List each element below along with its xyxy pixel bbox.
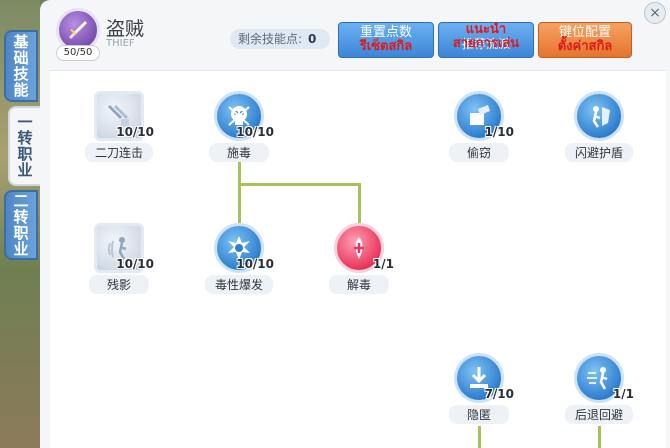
backstep-icon — [574, 353, 624, 403]
skull-icon — [214, 91, 264, 141]
class-emblem — [56, 8, 100, 52]
skill-level: 10/10 — [236, 125, 274, 139]
panel-header: 50/50 盗贼 THIEF 剩余技能点: 0 重置点数 รีเซ็ตสกิล แ… — [40, 0, 670, 64]
close-button[interactable]: × — [644, 2, 666, 24]
button-label: 重置点数 — [359, 25, 412, 40]
tab-second-job[interactable]: 二转职业 — [4, 190, 38, 260]
points-label: 剩余技能点: — [238, 32, 303, 46]
skill-name: 后退回避 — [564, 405, 633, 424]
skill-panel: 50/50 盗贼 THIEF 剩余技能点: 0 重置点数 รีเซ็ตสกิล แ… — [40, 0, 670, 448]
tree-connector — [478, 426, 481, 448]
recommended-build-button[interactable]: แนะนำ 推荐流派 สายการเล่น — [438, 22, 534, 58]
tab-label: 基础技能 — [11, 34, 30, 98]
skill-poison-burst[interactable]: 10/10 毒性爆发 — [184, 223, 294, 294]
skill-level: 1/1 — [372, 257, 394, 271]
skill-name: 二刀连击 — [84, 143, 153, 162]
dodge-shield-icon — [574, 91, 624, 141]
class-name: 盗贼 — [106, 18, 145, 40]
skill-detox[interactable]: 1/1 解毒 — [304, 223, 414, 294]
skill-name: 解毒 — [329, 275, 389, 294]
skill-dodge-shield[interactable]: 闪避护盾 — [544, 91, 654, 162]
poison-burst-icon — [214, 223, 264, 273]
skill-level: 10/10 — [236, 257, 274, 271]
skill-hide[interactable]: 7/10 隐匿 — [424, 353, 534, 424]
button-label: 键位配置 — [558, 25, 611, 40]
skill-level: 1/1 — [612, 387, 634, 401]
steal-hand-icon — [454, 91, 504, 141]
skill-afterimage[interactable]: 10/10 残影 — [64, 223, 174, 294]
skill-name: 偷窃 — [449, 143, 509, 162]
skill-level: 10/10 — [116, 257, 154, 271]
skill-name: 闪避护盾 — [564, 143, 633, 162]
points-value: 0 — [308, 32, 317, 46]
tree-connector — [358, 183, 361, 223]
skill-name: 毒性爆发 — [204, 275, 273, 294]
tree-connector — [238, 185, 241, 223]
skill-tree: 10/10 二刀连击 10/10 施毒 1/10 偷窃 闪避护盾 — [50, 70, 666, 448]
detox-icon — [334, 223, 384, 273]
tree-connector — [238, 183, 360, 186]
tab-first-job[interactable]: 一转职业 — [8, 106, 40, 186]
keybind-config-button[interactable]: 键位配置 ตั้งค่าสกิล — [538, 22, 632, 58]
skill-backstep[interactable]: 1/1 后退回避 — [544, 353, 654, 424]
skill-level: 1/10 — [484, 125, 514, 139]
tree-connector — [238, 159, 241, 185]
class-name-en: THIEF — [106, 38, 135, 49]
skill-poison[interactable]: 10/10 施毒 — [184, 91, 294, 162]
class-level-badge: 50/50 — [56, 45, 100, 61]
dual-blade-icon — [94, 91, 144, 141]
button-label: 推荐流派 — [461, 37, 510, 51]
tab-label: 二转职业 — [11, 193, 30, 257]
button-label-th-top: แนะนำ — [465, 22, 507, 37]
dagger-icon — [69, 21, 87, 39]
hide-icon — [454, 353, 504, 403]
remaining-points: 剩余技能点: 0 — [230, 29, 330, 49]
button-label-th: รีเซ็ตสกิล — [359, 39, 413, 54]
skill-name: 施毒 — [209, 143, 269, 162]
skill-steal[interactable]: 1/10 偷窃 — [424, 91, 534, 162]
skill-name: 隐匿 — [449, 405, 509, 424]
button-label-th: สายการเล่น — [452, 36, 520, 51]
tree-connector — [598, 426, 601, 448]
skill-level: 7/10 — [484, 387, 514, 401]
skill-level: 10/10 — [116, 125, 154, 139]
afterimage-icon — [94, 223, 144, 273]
close-icon: × — [649, 5, 661, 21]
skill-name: 残影 — [89, 275, 149, 294]
button-label-th: ตั้งค่าสกิล — [557, 39, 613, 54]
tab-label: 一转职业 — [15, 114, 34, 178]
skill-dual-blade[interactable]: 10/10 二刀连击 — [64, 91, 174, 162]
tab-basic-skills[interactable]: 基础技能 — [4, 30, 38, 102]
reset-points-button[interactable]: 重置点数 รีเซ็ตสกิล — [338, 22, 434, 58]
